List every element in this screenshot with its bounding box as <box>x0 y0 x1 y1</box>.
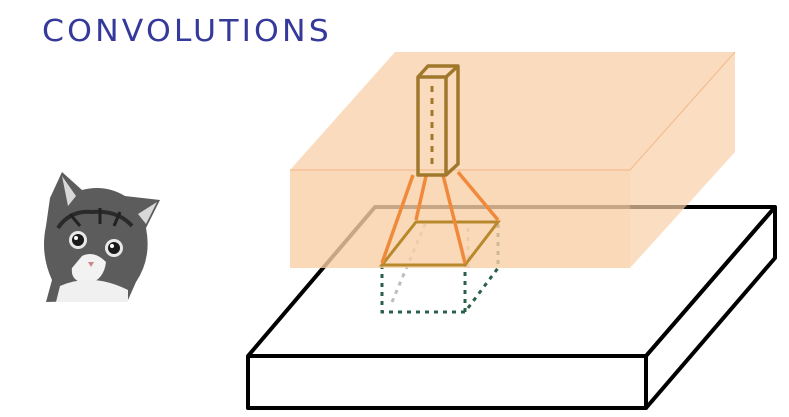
projection-lines <box>380 170 500 264</box>
output-volume <box>290 51 736 268</box>
kitten-image <box>44 172 160 302</box>
output-column <box>416 64 460 177</box>
slide-title: CONVOLUTIONS <box>42 14 332 49</box>
input-patch <box>378 220 502 267</box>
